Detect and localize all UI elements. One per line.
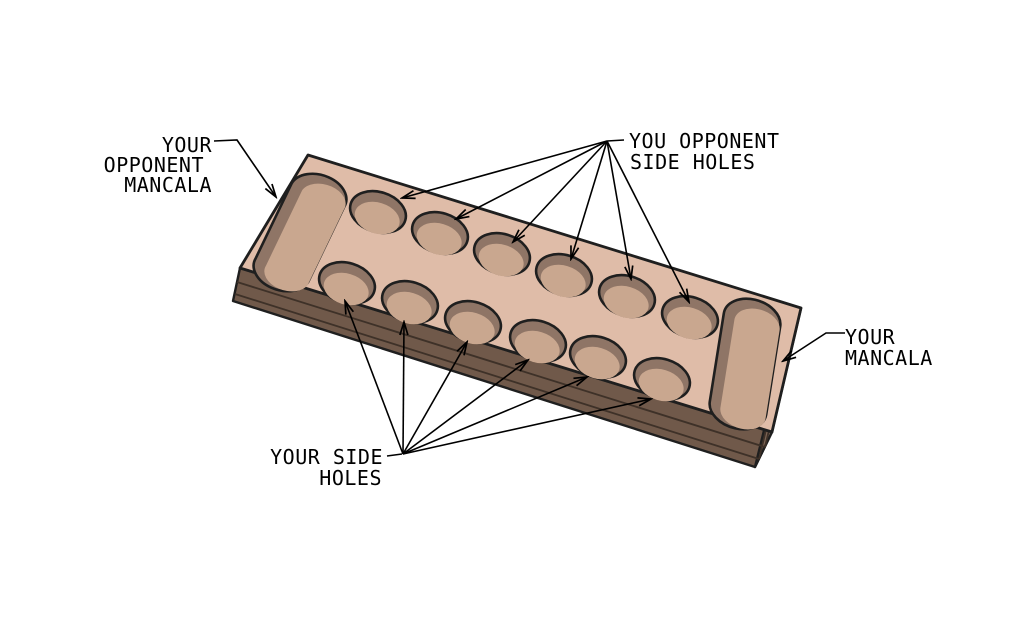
hole-floor	[449, 311, 495, 345]
leader-player-hole-2	[403, 322, 404, 455]
hole-floor	[514, 330, 560, 364]
leaders	[213, 139, 845, 457]
board	[231, 153, 803, 469]
label-line: SIDE HOLES	[630, 150, 755, 174]
leader-fan-dash	[606, 139, 625, 142]
leader-player-hole-5	[402, 377, 587, 455]
leader-opponent-hole-4	[571, 140, 608, 259]
label-opponent-mancala: YOUR OPPONENT MANCALA	[104, 133, 213, 197]
leader-fan-opponent-holes	[402, 139, 689, 302]
hole-floor	[666, 306, 712, 340]
player-hole-6	[632, 356, 692, 402]
labels: YOUR OPPONENT MANCALA YOU OPPONENT SIDE …	[104, 129, 933, 490]
leader-opponent-hole-3	[513, 140, 608, 242]
player-hole-5	[568, 334, 628, 380]
hole-floor	[478, 243, 524, 277]
player-hole-1	[317, 260, 377, 306]
leader-fan-dash	[386, 453, 403, 457]
hole-floor	[574, 346, 620, 380]
hole-floor	[323, 272, 369, 306]
opponent-hole-2	[410, 210, 470, 256]
pit-floor	[720, 308, 780, 430]
opponent-hole-1	[348, 189, 408, 235]
leader-opponent-hole-1	[402, 140, 608, 198]
hole-floor	[603, 285, 649, 319]
opponent-hole-4	[534, 252, 594, 298]
label-line: YOUR	[162, 133, 213, 157]
leader-opponent-hole-2	[456, 140, 608, 219]
label-line: OPPONENT	[104, 153, 204, 177]
label-line: MANCALA	[845, 346, 933, 370]
leader-player-hole-3	[402, 342, 467, 455]
player-hole-2	[380, 279, 440, 325]
pit-floor	[264, 183, 346, 292]
board-front-seam	[236, 281, 766, 448]
player-hole-4	[508, 318, 568, 364]
opponent-hole-5	[597, 273, 657, 319]
leader-fan-player-holes	[345, 301, 651, 457]
hole-floor	[540, 264, 586, 298]
leader-opponent-hole-5	[606, 140, 631, 279]
label-line: YOUR	[845, 325, 896, 349]
leader-opponent-mancala	[213, 139, 276, 197]
label-line: MANCALA	[124, 173, 212, 197]
leader-player-hole-4	[402, 360, 528, 455]
label-line: HOLES	[319, 466, 382, 490]
label-your-mancala: YOUR MANCALA	[845, 325, 933, 370]
hole-floor	[386, 291, 432, 325]
leader-player-hole-1	[345, 301, 404, 455]
label-your-side-holes: YOUR SIDE HOLES	[270, 445, 383, 490]
your-mancala-pit	[708, 297, 782, 431]
leader-player-hole-6	[402, 399, 651, 455]
leader-opponent-hole-6	[606, 140, 689, 302]
opponent-hole-6	[660, 294, 720, 340]
board-front-seam	[234, 293, 760, 460]
label-line: YOUR SIDE	[270, 445, 383, 469]
hole-floor	[638, 368, 684, 402]
hole-floor	[354, 201, 400, 235]
opponent-mancala-pit	[252, 172, 348, 293]
label-opponent-side-holes: YOU OPPONENT SIDE HOLES	[629, 129, 780, 174]
hole-floor	[416, 222, 462, 256]
label-line: YOU OPPONENT	[629, 129, 780, 153]
leader-your-mancala	[783, 332, 845, 361]
